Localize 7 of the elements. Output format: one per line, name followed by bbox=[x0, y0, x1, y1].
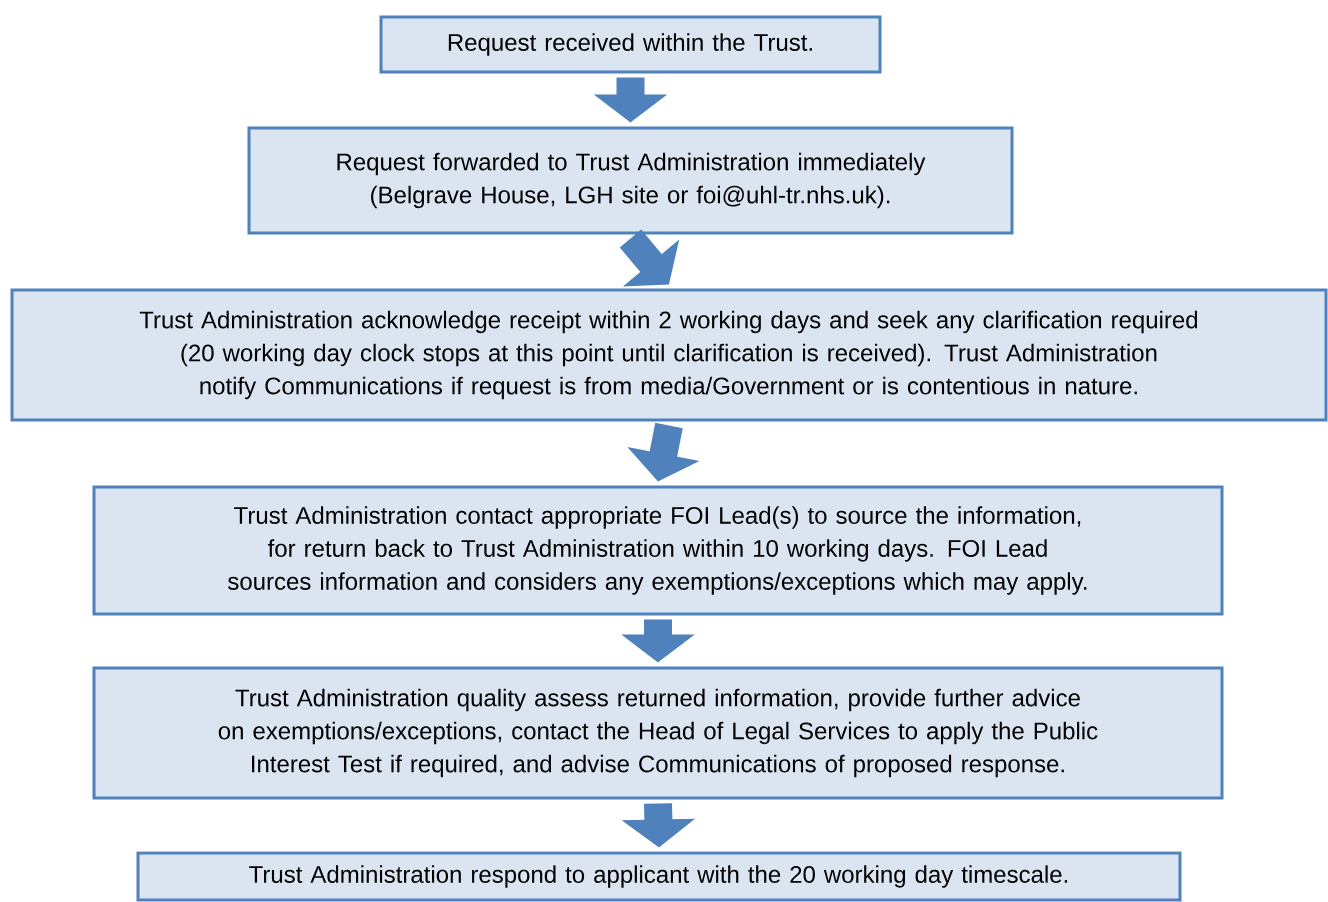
process-box: Trust Administration quality assess returned information, provide further advice on exemptions/exceptions, contact the Head of Legal Services to apply the Public Interest Test if required, and advise Communications of proposed response. bbox=[92, 666, 1224, 800]
block-arrow bbox=[619, 229, 680, 287]
process-box: Request received within the Trust. bbox=[379, 15, 882, 74]
process-box: Request forwarded to Trust Administration immediately (Belgrave House, LGH site or foi@uhl-tr.nhs.uk). bbox=[247, 126, 1014, 235]
process-box: Trust Administration respond to applicant with the 20 working day timescale. bbox=[136, 851, 1182, 902]
process-box: Trust Administration acknowledge receipt within 2 working days and seek any clarification required (20 working day clock stops at this point until clarification is received). Trust Administration notify Communications if request is from media/Government or is contentious in nature. bbox=[10, 288, 1328, 422]
process-box: Trust Administration contact appropriate FOI Lead(s) to source the information, for return back to Trust Administration within 10 working days. FOI Lead sources information and considers any exemptions/exceptions which may apply. bbox=[92, 485, 1224, 616]
